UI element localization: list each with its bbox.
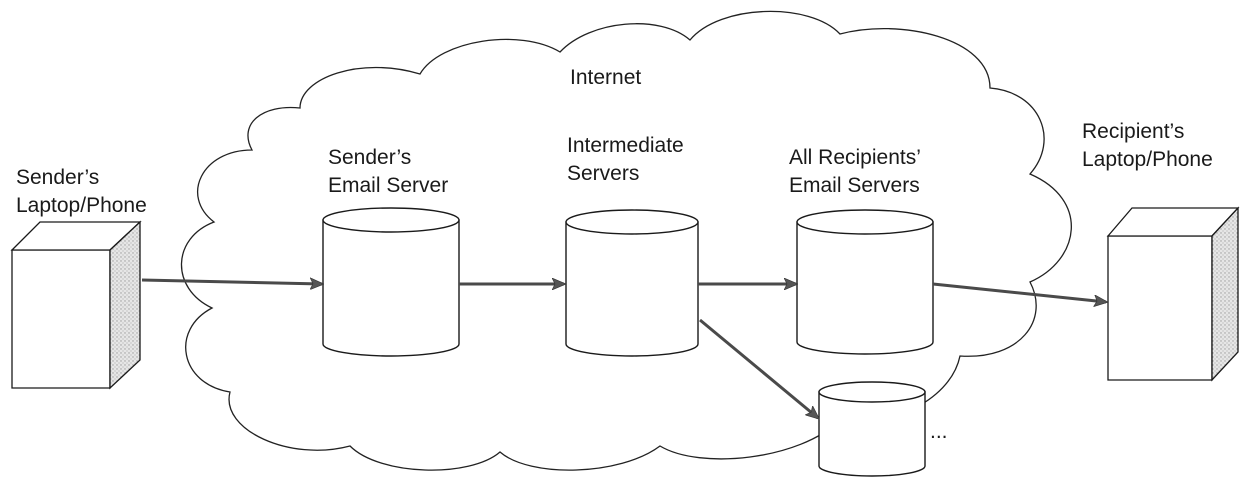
recipient-device-label-line1: Recipient’s [1082, 120, 1184, 143]
sender-device-box [10, 220, 142, 390]
recipients-email-servers-cylinder [796, 209, 934, 355]
sender-device-label-line1: Sender’s [16, 166, 99, 189]
intermediate-servers-cylinder [565, 209, 699, 357]
additional-servers-ellipsis: ... [930, 420, 948, 443]
recipient-device-label-line2: Laptop/Phone [1082, 148, 1213, 171]
intermediate-servers-label-line1: Intermediate [567, 134, 684, 157]
arrow-sender-to-email-server [141, 280, 322, 284]
arrow-intermediate-to-additional-server [699, 318, 818, 418]
sender-email-server-label-line1: Sender’s [328, 146, 411, 169]
sender-device-label-line2: Laptop/Phone [16, 194, 147, 217]
intermediate-servers-label-line2: Servers [567, 162, 639, 185]
arrow-recipient-servers-to-recipient [932, 282, 1106, 302]
recipients-email-servers-label-line1: All Recipients’ [789, 146, 921, 169]
recipient-device-box [1106, 206, 1240, 382]
additional-server-cylinder [818, 381, 926, 477]
sender-email-server-cylinder [322, 207, 460, 357]
recipients-email-servers-label-line2: Email Servers [789, 174, 920, 197]
sender-email-server-label-line2: Email Server [328, 174, 448, 197]
internet-label: Internet [570, 66, 641, 89]
